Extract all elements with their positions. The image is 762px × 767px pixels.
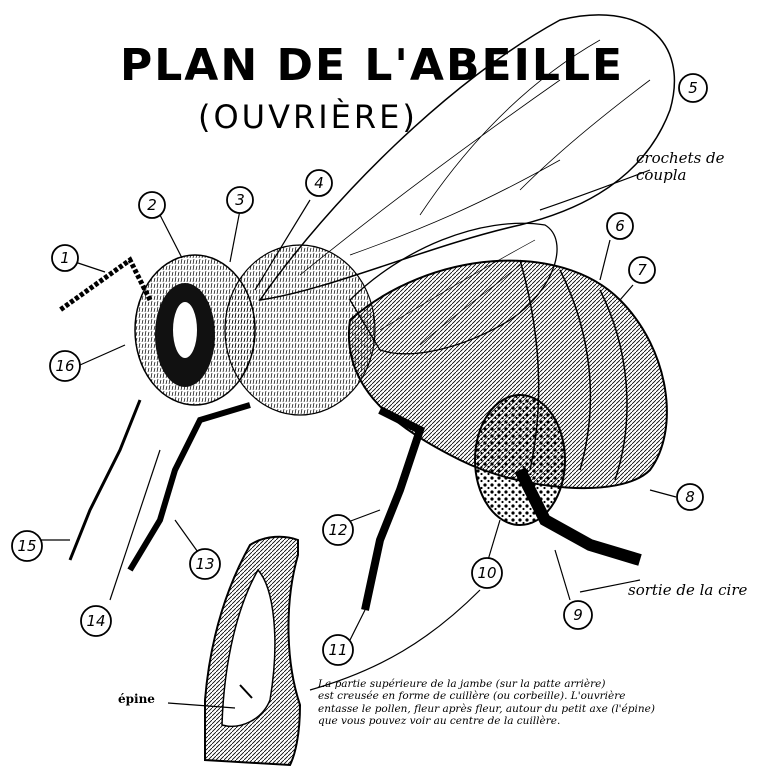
label-sortie-cire: sortie de la cire xyxy=(628,582,748,599)
label-epine: épine xyxy=(118,693,155,706)
pollen-basket xyxy=(475,395,565,525)
svg-text:13: 13 xyxy=(195,555,214,573)
callout-10: 10 xyxy=(472,558,502,588)
svg-text:1: 1 xyxy=(60,249,70,267)
callout-4: 4 xyxy=(306,170,332,196)
label-crochets: crochets de coupla xyxy=(636,150,756,183)
svg-text:8: 8 xyxy=(685,488,695,506)
callout-6: 6 xyxy=(607,213,633,239)
callout-3: 3 xyxy=(227,187,253,213)
proboscis xyxy=(70,400,140,560)
callout-7: 7 xyxy=(629,257,655,283)
svg-text:7: 7 xyxy=(637,261,647,279)
callout-2: 2 xyxy=(139,192,165,218)
callout-14: 14 xyxy=(81,606,111,636)
callout-16: 16 xyxy=(50,351,80,381)
svg-text:12: 12 xyxy=(328,521,347,539)
note-line: que vous pouvez voir au centre de la cui… xyxy=(318,715,762,727)
svg-text:3: 3 xyxy=(235,191,245,209)
callout-11: 11 xyxy=(323,635,353,665)
svg-text:15: 15 xyxy=(17,537,36,555)
note-line: entasse le pollen, fleur après fleur, au… xyxy=(318,703,762,715)
callout-9: 9 xyxy=(564,601,592,629)
svg-text:6: 6 xyxy=(615,217,625,235)
explanatory-note: La partie supérieure de la jambe (sur la… xyxy=(318,678,762,728)
svg-text:16: 16 xyxy=(55,357,74,375)
callout-12: 12 xyxy=(323,515,353,545)
svg-text:11: 11 xyxy=(328,641,347,659)
svg-text:4: 4 xyxy=(314,174,324,192)
callout-5: 5 xyxy=(679,74,707,102)
callout-8: 8 xyxy=(677,484,703,510)
svg-text:2: 2 xyxy=(147,196,157,214)
svg-text:5: 5 xyxy=(688,79,698,97)
callout-1: 1 xyxy=(52,245,78,271)
svg-text:9: 9 xyxy=(573,606,583,624)
note-line: La partie supérieure de la jambe (sur la… xyxy=(318,678,762,690)
callout-15: 15 xyxy=(12,531,42,561)
svg-text:14: 14 xyxy=(86,612,105,630)
head xyxy=(135,255,255,405)
inset-pollen-basket-detail xyxy=(168,537,300,765)
callout-13: 13 xyxy=(190,549,220,579)
svg-text:10: 10 xyxy=(477,564,496,582)
note-line: est creusée en forme de cuillère (ou cor… xyxy=(318,690,762,702)
